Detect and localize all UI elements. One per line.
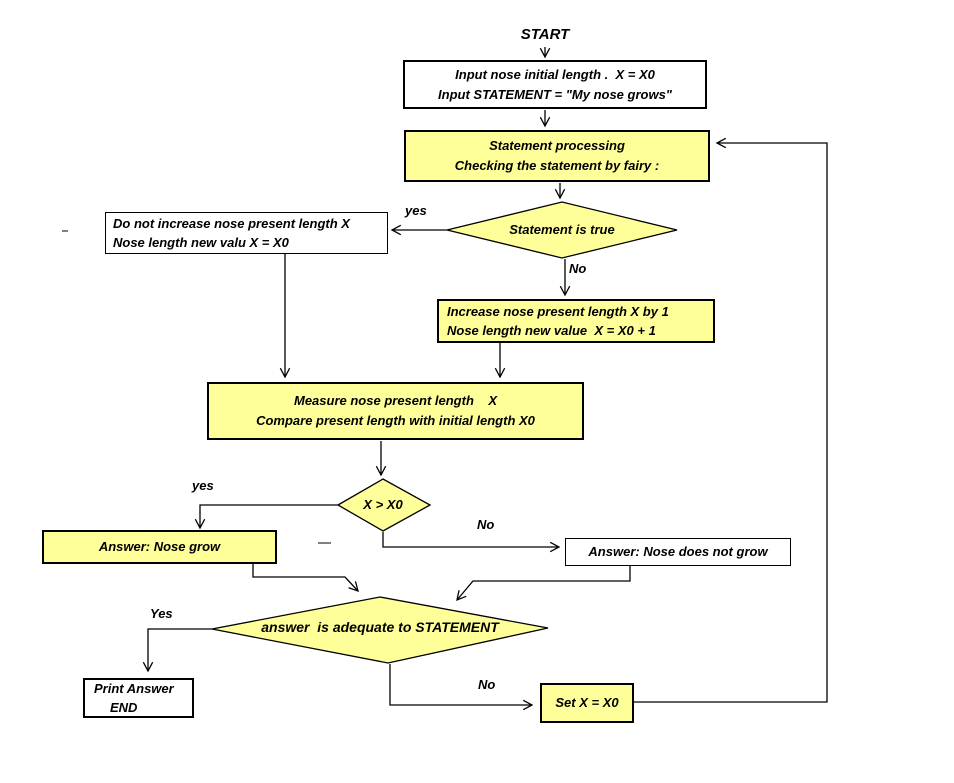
edge-compare-yes-to-answer-grow <box>194 504 338 530</box>
increase-line2: Nose length new value X = X0 + 1 <box>447 323 656 338</box>
input-node-line2: Input STATEMENT = "My nose grows" <box>438 86 672 102</box>
start-label: START <box>520 26 570 43</box>
answer-not-grow-node: Answer: Nose does not grow <box>565 538 791 566</box>
increase-node: Increase nose present length X by 1 Nose… <box>437 299 715 343</box>
print-answer-node: Print Answer END <box>83 678 194 718</box>
adequate-yes-label: Yes <box>150 606 173 621</box>
input-node: Input nose initial length . X = X0 Input… <box>403 60 707 109</box>
statement-processing-line1: Statement processing <box>489 138 625 153</box>
statement-true-diamond-shape <box>446 201 678 259</box>
statement-processing-line2: Checking the statement by fairy : <box>454 158 660 173</box>
adequate-diamond-label: answer is adequate to STATEMENT <box>261 619 499 635</box>
adequate-diamond-shape <box>211 596 549 664</box>
measure-line1: Measure nose present length X <box>294 393 497 408</box>
compare-yes-label: yes <box>192 478 214 493</box>
increase-line1: Increase nose present length X by 1 <box>447 304 669 319</box>
print-answer-line2: END <box>110 700 138 715</box>
answer-grow-node: Answer: Nose grow <box>42 530 277 564</box>
statement-yes-label: yes <box>405 203 427 218</box>
x-gt-x0-diamond-shape <box>336 478 432 532</box>
answer-grow-label: Answer: Nose grow <box>98 539 221 554</box>
edge-answer-not-grow-to-adequate <box>456 566 631 602</box>
print-answer-line1: Print Answer <box>94 681 174 696</box>
do-not-increase-line1: Do not increase nose present length X <box>113 216 350 231</box>
input-node-line1: Input nose initial length . X = X0 <box>455 66 655 82</box>
statement-no-label: No <box>569 261 587 276</box>
statement-processing-node: Statement processing Checking the statem… <box>404 130 710 182</box>
do-not-increase-node: Do not increase nose present length X No… <box>105 212 388 254</box>
measure-line2: Compare present length with initial leng… <box>256 413 535 428</box>
set-x-node: Set X = X0 <box>540 683 634 723</box>
edge-adequate-yes-to-print <box>142 628 212 673</box>
answer-not-grow-label: Answer: Nose does not grow <box>588 544 768 559</box>
measure-node: Measure nose present length X Compare pr… <box>207 382 584 440</box>
x-gt-x0-diamond-label: X > X0 <box>363 497 403 512</box>
edge-set-loop-to-statement <box>633 137 828 703</box>
do-not-increase-line2: Nose length new valu X = X0 <box>113 235 289 250</box>
adequate-no-label: No <box>478 677 496 692</box>
edge-compare-no-to-answer-not-grow <box>382 532 561 553</box>
compare-no-label: No <box>477 517 495 532</box>
set-x-label: Set X = X0 <box>555 695 619 710</box>
statement-true-diamond-label: Statement is true <box>509 222 615 237</box>
edge-adequate-no-to-set <box>389 664 534 711</box>
edge-answer-grow-to-adequate <box>252 564 359 593</box>
